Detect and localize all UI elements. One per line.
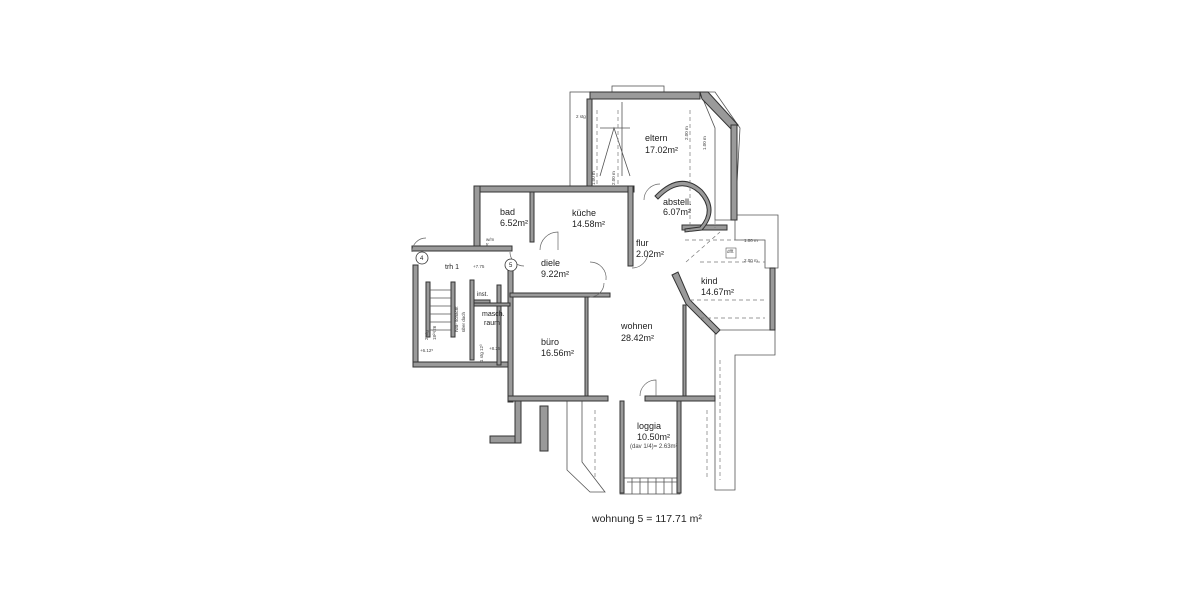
dim-label: 2.00 m (744, 258, 758, 263)
room-abstell-name: abstell. (663, 197, 692, 207)
level-825: +8.25 (489, 346, 501, 351)
room-kueche-area: 14.58m² (572, 219, 605, 229)
room-flur-area: 2.02m² (636, 249, 664, 259)
room-trh-name: trh 1 (445, 264, 459, 271)
dashed-lines (594, 110, 765, 480)
dim-label: 2.00 m (611, 171, 616, 185)
wm-label: w/m (486, 237, 495, 242)
dim-label: 1.00 m (702, 136, 707, 150)
skylight-icon (725, 247, 737, 259)
room-eltern-name: eltern (645, 133, 668, 143)
stair-2-label: 2 stg (424, 330, 429, 340)
room-kind-area: 14.67m² (701, 287, 734, 297)
room-abstell-area: 6.07m² (663, 207, 691, 217)
doors (411, 183, 661, 397)
room-masch-line2: raum (484, 320, 500, 327)
room-buero-name: büro (541, 337, 559, 347)
room-wohnen-area: 28.42m² (621, 333, 654, 343)
stair-1-label: 1 stg 12³ (479, 344, 484, 362)
abstell-curved-wall (654, 180, 712, 233)
dim-label: 1.00 m (591, 171, 596, 185)
marker-4-circle (415, 251, 429, 265)
room-kueche-name: küche (572, 208, 596, 218)
skylight-label: dfff. (727, 249, 734, 254)
tr-label: tr (486, 242, 489, 247)
stair-top-label: 2 stg (576, 114, 586, 119)
stair-2-dim: 18²¹/26 (432, 325, 437, 340)
room-loggia-note: (dav 1/4)= 2.63m² (630, 444, 678, 450)
rwa-label-1: rwa- schacht (454, 306, 459, 332)
room-flur-name: flur (636, 238, 649, 248)
marker-5-circle (504, 258, 518, 272)
level-6125: +6.12⁵ (420, 348, 433, 353)
total-area-caption: wohnung 5 = 117.71 m² (591, 513, 702, 525)
level-775: +7.75 (473, 264, 485, 269)
room-loggia-area: 10.50m² (637, 432, 670, 442)
room-eltern-area: 17.02m² (645, 145, 678, 155)
room-diele-name: diele (541, 258, 560, 268)
dim-label: 1.00 m (744, 238, 758, 243)
room-bad-name: bad (500, 207, 515, 217)
room-loggia-name: loggia (637, 421, 661, 431)
dim-label: 2.00 m (684, 126, 689, 140)
room-buero-area: 16.56m² (541, 348, 574, 358)
marker-5: 5 (509, 263, 513, 269)
room-kind-name: kind (701, 276, 718, 286)
rwa-label-2: über dach (461, 311, 466, 332)
marker-4: 4 (420, 256, 424, 262)
room-diele-area: 9.22m² (541, 269, 569, 279)
room-masch-line1: masch. (482, 311, 505, 318)
stairs (430, 102, 677, 494)
room-wohnen-name: wohnen (620, 321, 653, 331)
room-inst: inst. (477, 292, 488, 298)
room-bad-area: 6.52m² (500, 218, 528, 228)
